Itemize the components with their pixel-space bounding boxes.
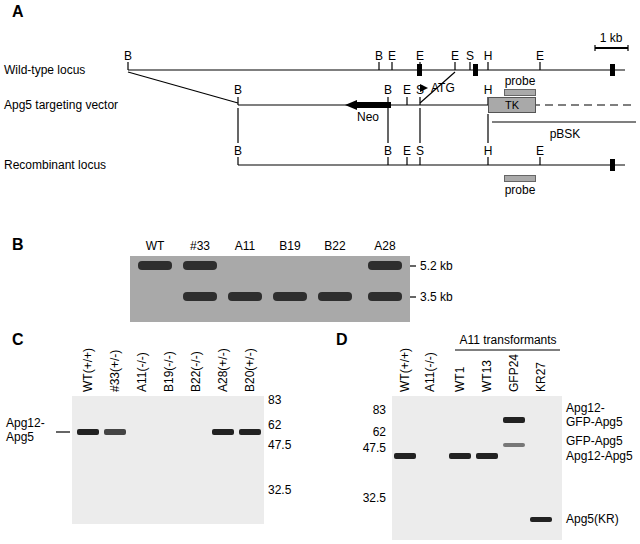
lane-label: A11 [235,239,255,253]
band-label: GFP-Apg5 [566,434,623,448]
lane-label: #33 [190,239,210,253]
probe-box: probe [504,74,536,97]
site-letter: H [484,49,493,63]
band-label: Apg12-Apg5 [566,449,633,463]
lane-label: B22(-/-) [189,351,203,392]
band-label: Apg12- Apg5 [6,416,54,444]
site-letter: E [451,49,459,63]
site-letter: B [375,49,383,63]
panel-letter: D [336,331,348,349]
lane-label: B19 [279,239,300,253]
lane-label: GFP24 [507,354,521,392]
probe-bar [504,175,536,182]
size-marker: 83 [373,403,386,417]
lane-label: KR27 [534,362,548,392]
lane-label: B22 [324,239,345,253]
size-marker: 62 [268,418,281,432]
size-marker: 3.5 kb [420,290,453,304]
node-text: Neo [345,110,391,124]
lane-label: WT(+/+) [398,348,412,392]
site-letter: E [388,49,396,63]
locus-label: Recombinant locus [4,158,106,172]
locus-label: Wild-type locus [4,63,85,77]
size-marker: 83 [268,393,281,407]
neo-arrow [345,100,391,110]
site-letter: E [403,144,411,158]
panel-letter: B [12,236,24,254]
lane-label: WT1 [453,367,467,392]
site-letter: S [416,83,424,97]
node-text: probe [504,183,536,197]
locus-label: Apg5 targeting vector [4,98,118,112]
panel-letter: A [12,3,24,21]
site-letter: E [536,144,544,158]
lane-label: WT13 [480,360,494,392]
node-text: probe [504,74,536,88]
lane-label: A28 [374,239,395,253]
size-marker: 47.5 [363,441,386,455]
site-letter: S [466,49,474,63]
site-letter: B [384,83,392,97]
site-letter: E [536,49,544,63]
band-label: Apg5(KR) [566,512,619,526]
band-label: Apg12- GFP-Apg5 [566,401,624,429]
lane-label: A28(+/-) [216,348,230,392]
size-marker: 32.5 [363,491,386,505]
site-letter: B [384,144,392,158]
site-letter: B [234,83,242,97]
size-marker: 32.5 [268,483,291,497]
lane-label: WT(+/+) [81,348,95,392]
lane-label: A11(-/-) [423,352,437,392]
group-header: A11 transformants [459,333,556,347]
node-text: TK [493,98,531,112]
lane-label: WT [146,239,165,253]
scale-label: 1 kb [600,31,623,45]
site-letter: B [234,144,242,158]
probe-box: probe [504,174,536,197]
site-letter: E [416,49,424,63]
size-marker: 5.2 kb [420,259,453,273]
neo-cassette: Neo [345,100,391,124]
site-letter: B [124,49,132,63]
site-letter: H [484,144,493,158]
panel-letter: C [12,331,24,349]
lane-label: B20(+/-) [243,348,257,392]
size-marker: 47.5 [268,438,291,452]
lane-label: #33(+/-) [108,350,122,392]
start-codon-label: ATG [431,81,455,95]
site-letter: H [484,83,493,97]
size-marker: 62 [373,425,386,439]
site-letter: E [403,83,411,97]
probe-bar [504,89,536,96]
tk-cassette: TK [488,97,536,113]
lane-label: A11(-/-) [135,352,149,392]
plasmid-label: pBSK [550,127,581,141]
lane-label: B19(-/-) [162,351,176,392]
site-letter: S [416,144,424,158]
